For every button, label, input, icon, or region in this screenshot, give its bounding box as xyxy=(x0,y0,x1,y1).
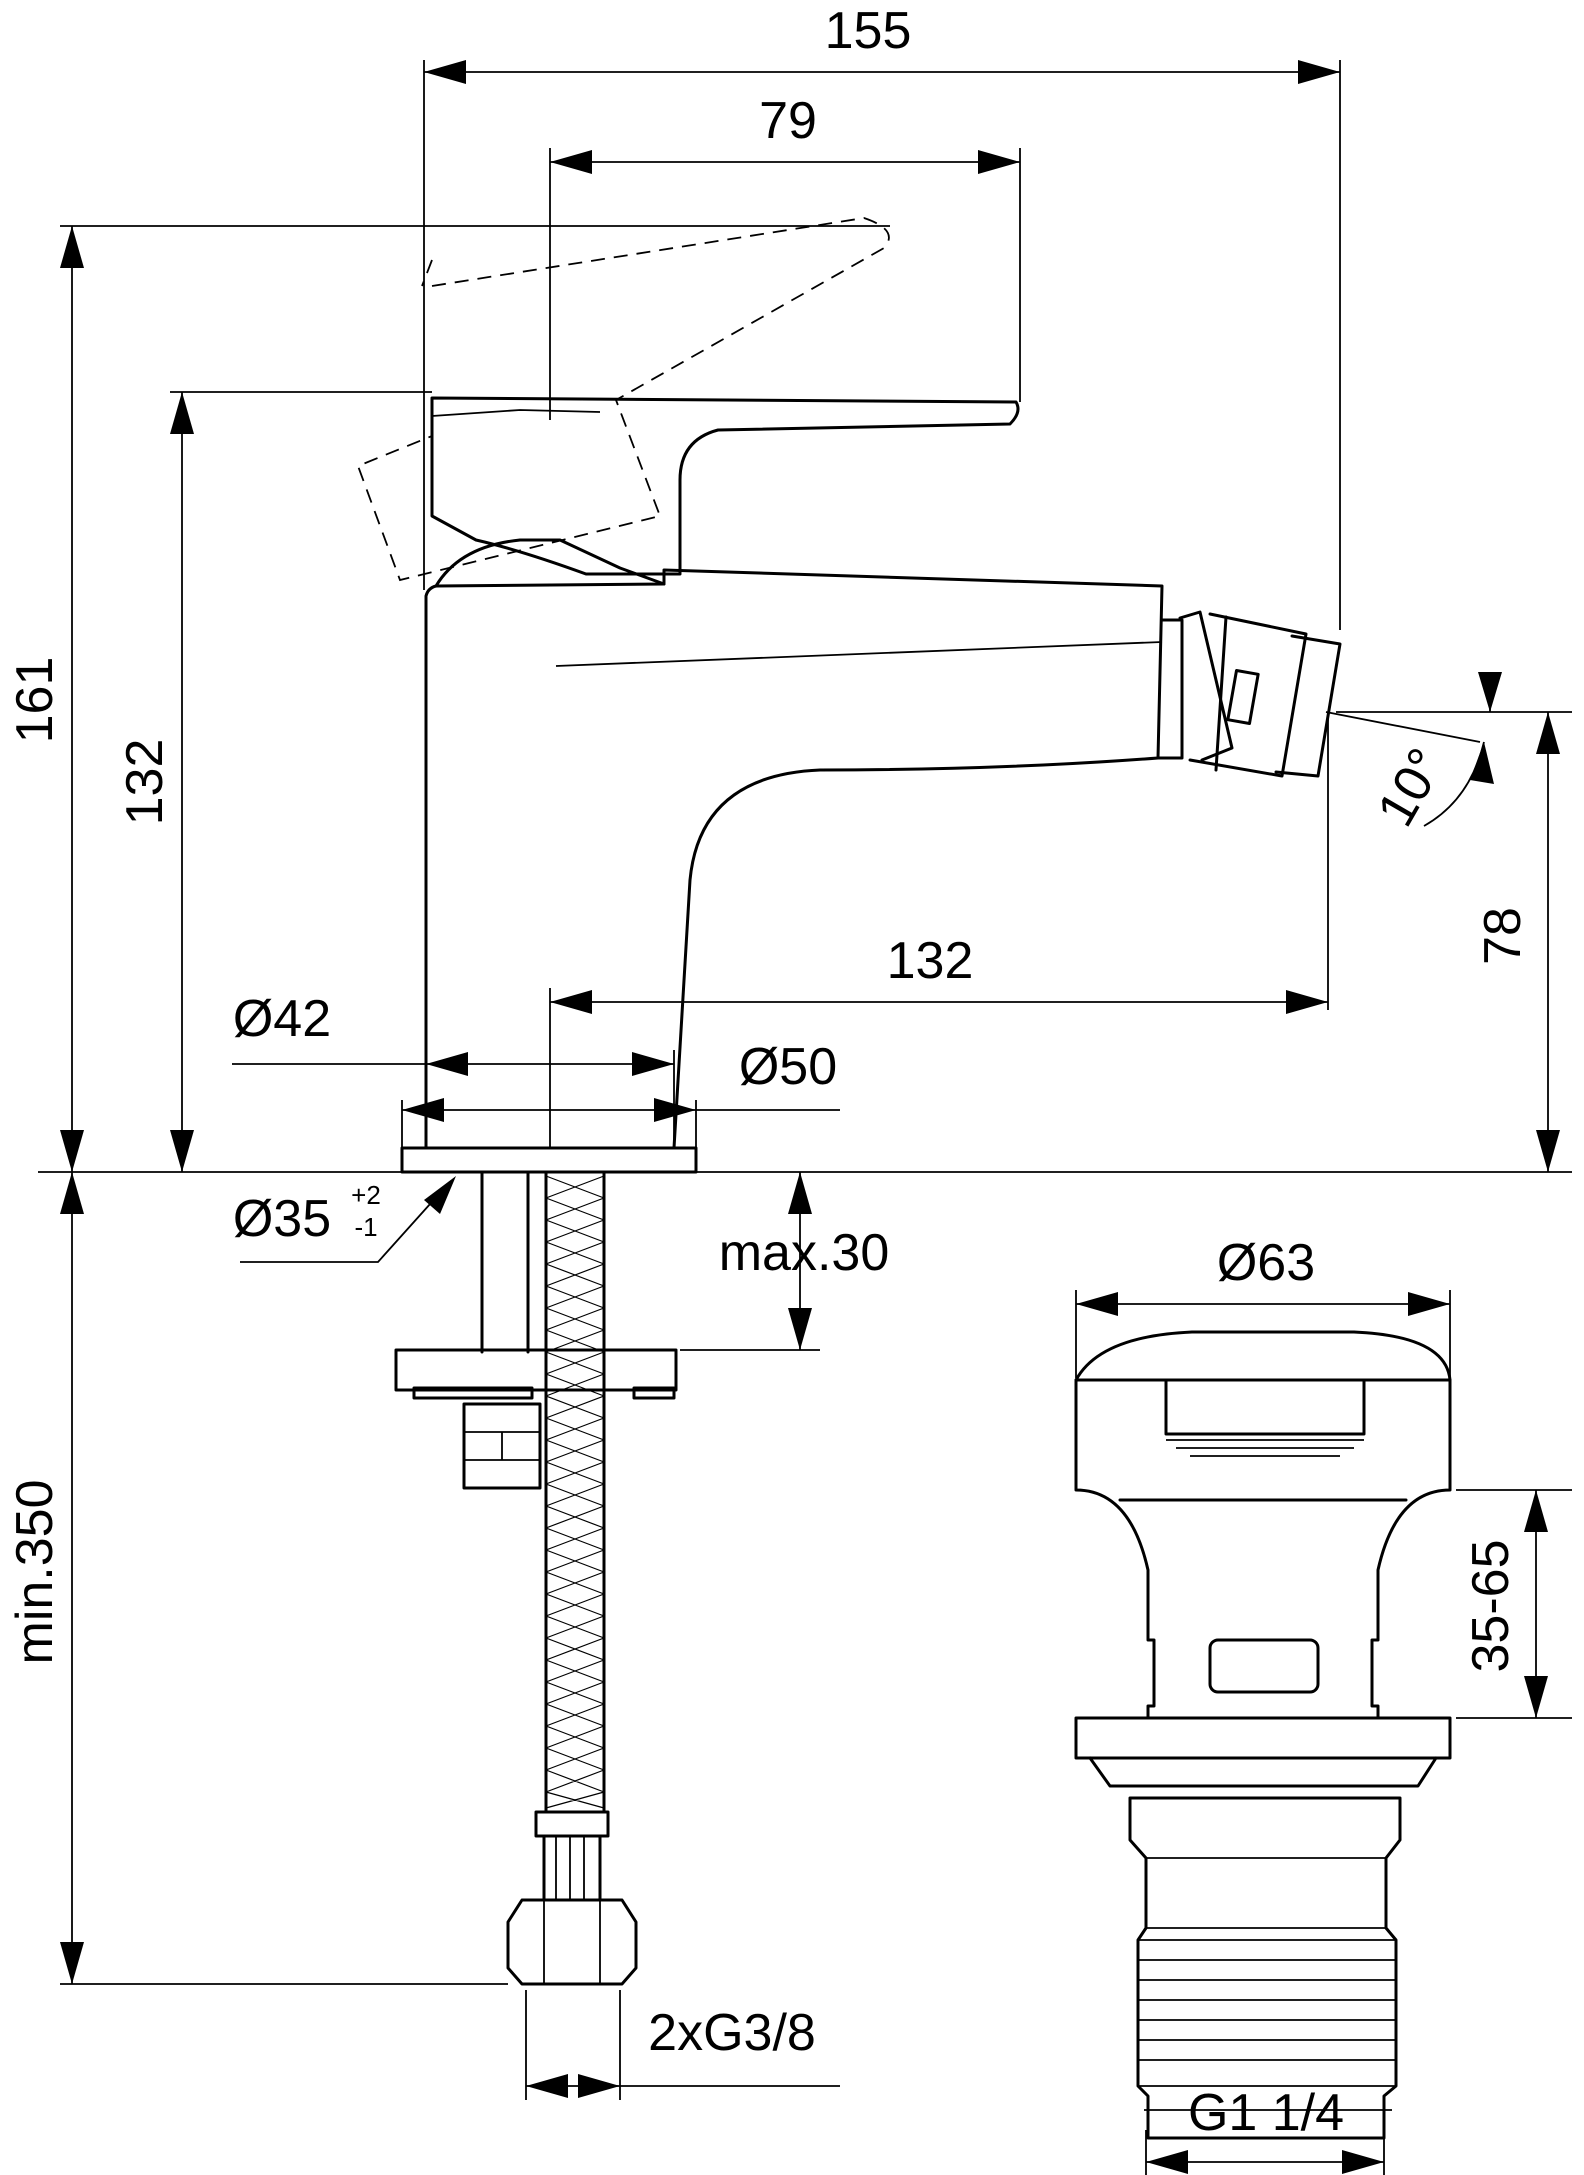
braided-hose xyxy=(544,1170,606,1814)
dim-total-height: 161 xyxy=(6,657,64,744)
spout-nozzle xyxy=(1156,610,1342,778)
dim-base-diameter: Ø50 xyxy=(739,1038,837,1096)
dimension-lines xyxy=(60,60,1572,2175)
dim-body-diameter: Ø42 xyxy=(233,990,331,1048)
dim-total-width: 155 xyxy=(825,2,912,60)
dimension-labels: 155 79 161 132 132 78 10° Ø42 Ø50 Ø35 +2… xyxy=(6,2,1532,2142)
faucet-body xyxy=(356,148,1342,1174)
dim-spout-height: 78 xyxy=(1474,907,1532,965)
waste-valve xyxy=(1074,1330,1452,2140)
dim-hole-tol-minus: -1 xyxy=(354,1212,377,1242)
dim-waste-cap: Ø63 xyxy=(1217,1234,1315,1292)
dim-spout-reach: 132 xyxy=(887,932,974,990)
dim-hole-tol-plus: +2 xyxy=(351,1180,381,1210)
mounting-hardware xyxy=(394,1170,678,1986)
dim-waste-thread: G1 1/4 xyxy=(1188,2084,1344,2142)
dim-spout-angle: 10° xyxy=(1367,739,1457,836)
dim-waste-range: 35-65 xyxy=(1462,1540,1520,1673)
dim-min-hose: min.350 xyxy=(6,1480,64,1665)
dim-connections: 2xG3/8 xyxy=(648,2004,816,2062)
dim-hole-diameter: Ø35 xyxy=(233,1190,331,1248)
dim-max-deck: max.30 xyxy=(719,1224,890,1282)
dim-lever-width: 79 xyxy=(759,92,817,150)
dim-lever-height: 132 xyxy=(116,739,174,826)
